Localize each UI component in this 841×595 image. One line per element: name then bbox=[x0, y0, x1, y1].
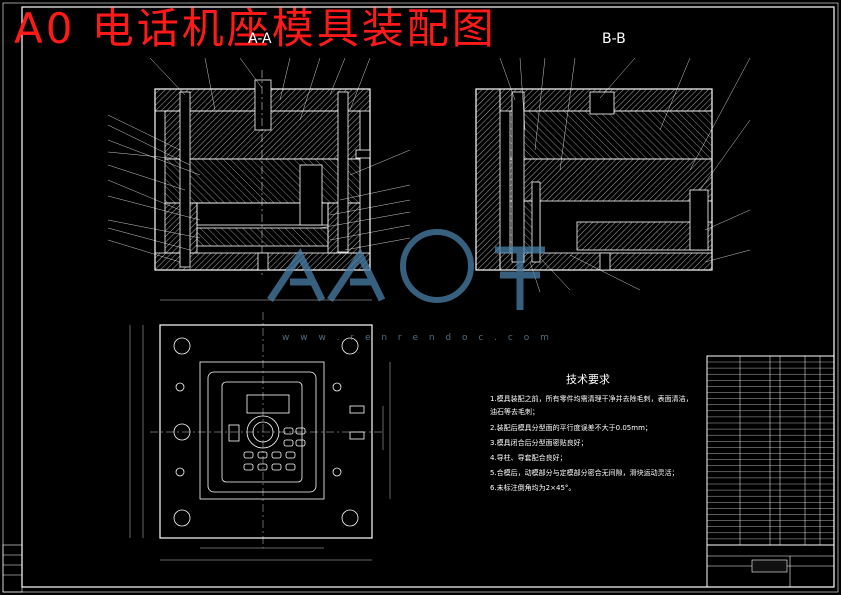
section-label-a-a: A-A bbox=[248, 31, 272, 47]
section-label-b-b: B-B bbox=[602, 31, 626, 47]
tech-requirement-item: 5.合模后，动模部分与定模部分密合无间隙，滑块运动灵活； bbox=[490, 469, 679, 477]
watermark-logo bbox=[267, 229, 545, 310]
section-b-b-view bbox=[475, 57, 751, 293]
watermark-url: w w w . r e n r e n d o c . c o m bbox=[282, 333, 553, 343]
bolt-holes bbox=[173, 337, 359, 527]
tech-requirement-item: 1.模具装配之前，所有零件均需清理干净并去除毛刺，表面清洁， bbox=[490, 395, 693, 403]
plan-view bbox=[129, 299, 391, 561]
drawing-title: A0 电话机座模具装配图 bbox=[14, 4, 497, 53]
tech-requirement-item: 6.未标注倒角均为2×45°。 bbox=[490, 484, 576, 492]
keypad-buttons bbox=[228, 424, 306, 471]
tech-requirement-item: 3.模具闭合后分型面密贴良好； bbox=[490, 439, 588, 447]
section-a-a-view bbox=[107, 57, 411, 275]
parts-list-rows bbox=[707, 361, 834, 540]
tech-requirement-item: 油石等去毛刺； bbox=[490, 408, 539, 416]
tech-requirement-item: 4.导柱、导套配合良好； bbox=[490, 454, 567, 462]
tech-requirement-item: 2.装配后模具分型面的平行度误差不大于0.05mm； bbox=[490, 424, 652, 432]
tech-requirements-heading: 技术要求 bbox=[566, 373, 610, 386]
title-block bbox=[706, 544, 835, 588]
parts-list-table bbox=[706, 355, 835, 588]
